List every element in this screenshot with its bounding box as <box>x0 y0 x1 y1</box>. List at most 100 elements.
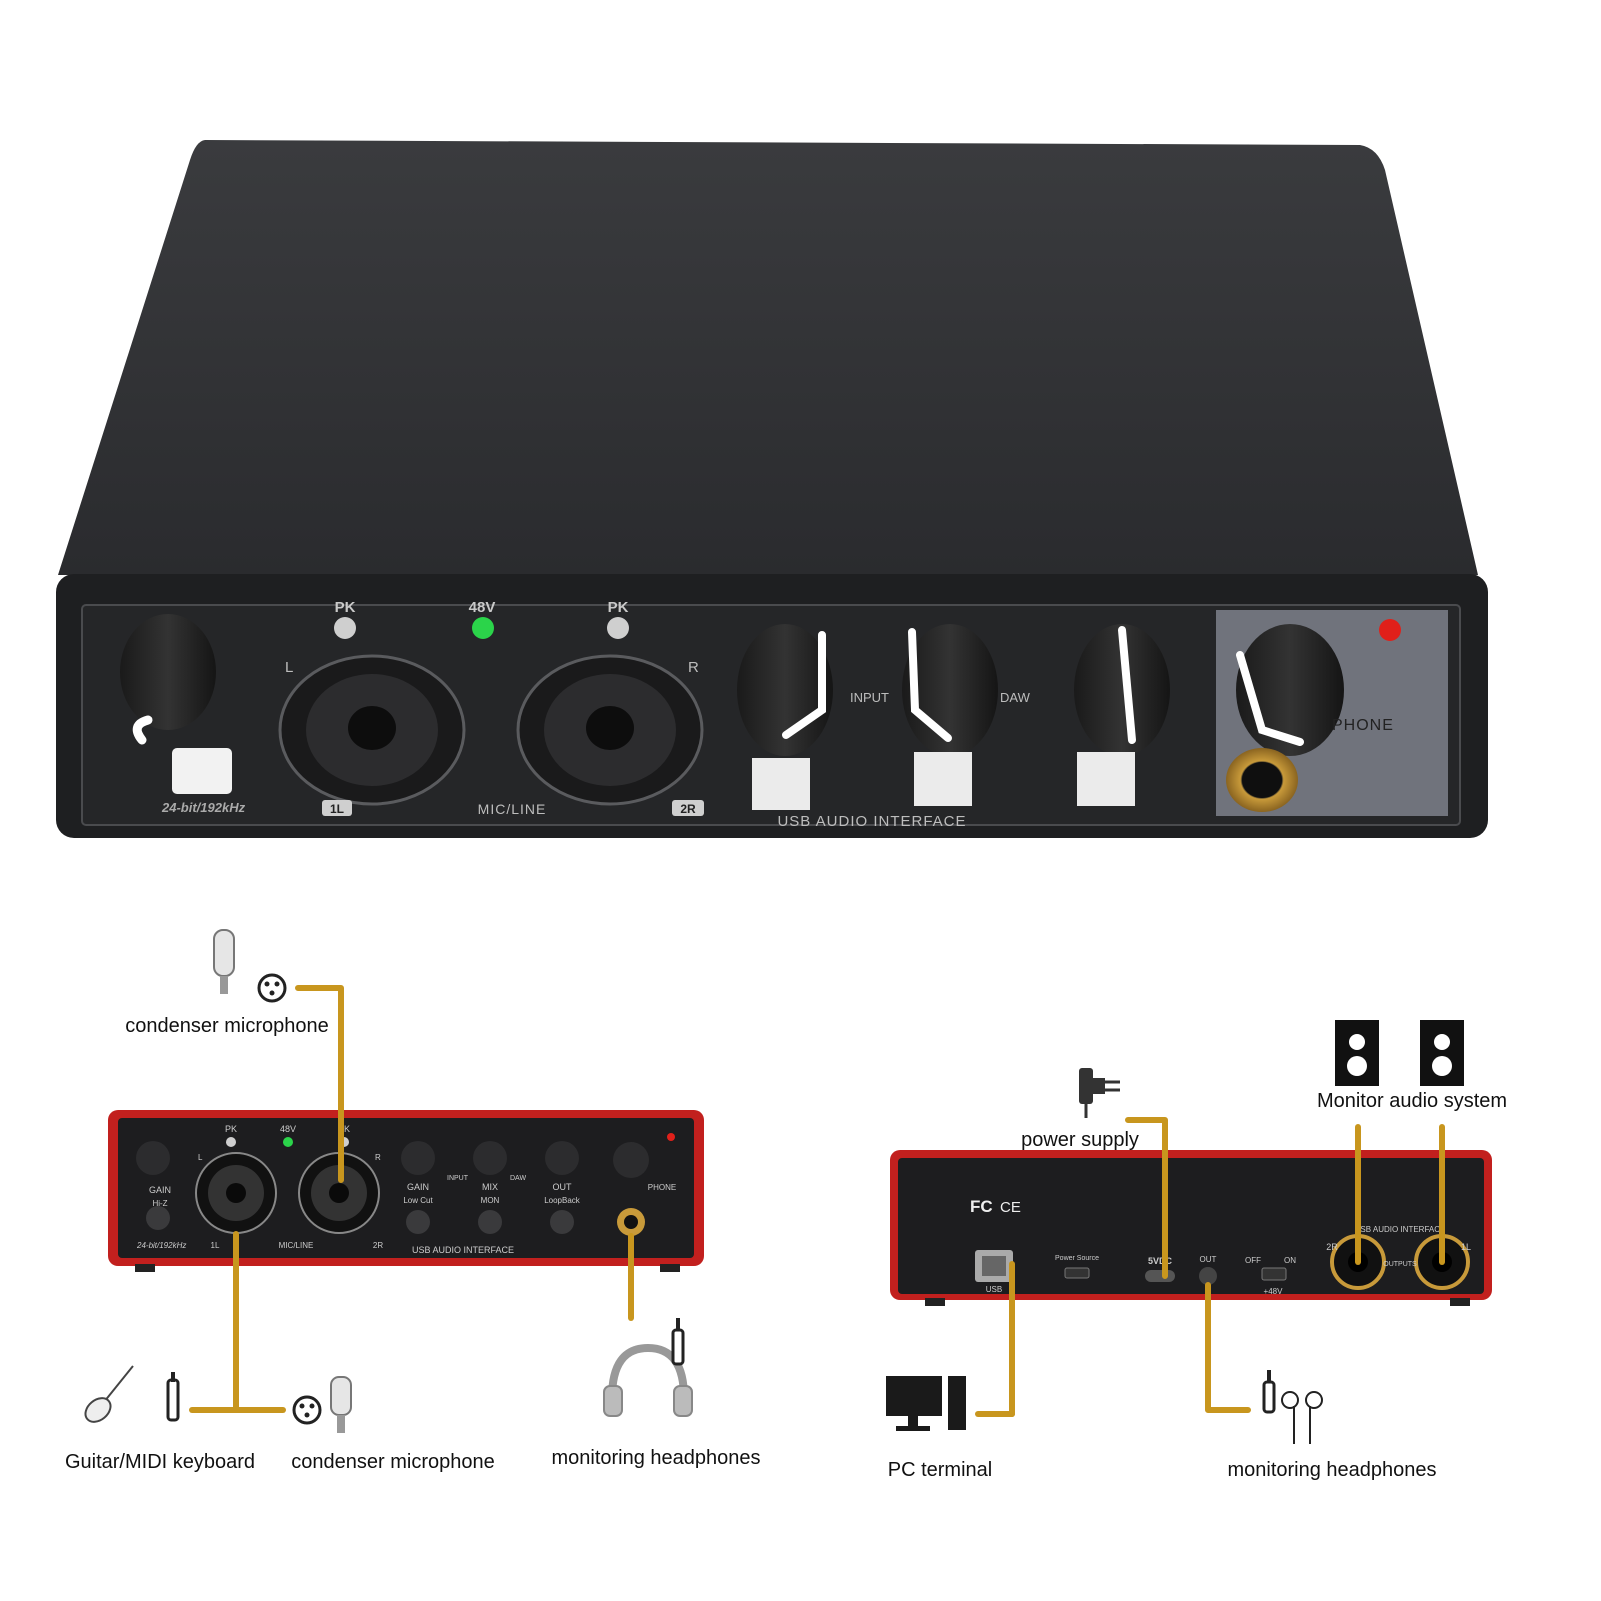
condenser-microphone-icon-2 <box>330 1376 352 1433</box>
front-micline-label: MIC/LINE <box>279 1241 314 1250</box>
front-phantom-label: 48V <box>280 1124 296 1134</box>
combo-jack-2[interactable] <box>516 654 704 806</box>
hiz-button[interactable] <box>172 748 232 794</box>
back-out-label: OUT <box>1200 1255 1217 1264</box>
gain-knob-2[interactable] <box>737 624 833 756</box>
label-power: power supply <box>1021 1129 1139 1151</box>
front-pk-led-1 <box>226 1137 236 1147</box>
guitar-icon <box>84 1365 134 1423</box>
front-gain-knob-1[interactable] <box>136 1141 170 1175</box>
label-headphones-right: monitoring headphones <box>1227 1459 1436 1481</box>
back-out-jack[interactable] <box>1199 1267 1217 1285</box>
back-dc-label: 5VDC <box>1148 1256 1173 1266</box>
phantom-label: 48V <box>469 599 496 616</box>
wire-power <box>1125 1117 1168 1279</box>
back-panel-diagram: FC CE USB AUDIO INTERFACE USB Power Sour… <box>890 1150 1492 1306</box>
label-monitor: Monitor audio system <box>1317 1090 1507 1112</box>
back-power-switch[interactable] <box>1064 1267 1090 1279</box>
gain-knob-1[interactable] <box>120 614 216 745</box>
front-hiz-button[interactable] <box>146 1206 170 1230</box>
back-usb-audio-label: USB AUDIO INTERFACE <box>1355 1225 1446 1234</box>
front-spec-label: 24-bit/192kHz <box>136 1241 186 1250</box>
front-combo-jack-1[interactable] <box>195 1152 277 1234</box>
spec-label: 24-bit/192kHz <box>161 800 246 815</box>
ch1-label: 1L <box>330 802 344 816</box>
back-usb-label: USB <box>986 1285 1002 1294</box>
back-on-label: ON <box>1284 1256 1296 1265</box>
xlr-connector-icon <box>257 973 287 1003</box>
label-condenser-top: condenser microphone <box>125 1015 328 1037</box>
front-input-label: INPUT <box>447 1175 469 1182</box>
front-mix-label: MIX <box>482 1182 498 1192</box>
usb-audio-label: USB AUDIO INTERFACE <box>777 813 966 830</box>
power-adapter-icon <box>1079 1068 1120 1118</box>
combo-jack-1[interactable] <box>278 654 466 806</box>
mic-line-label: MIC/LINE <box>478 801 547 817</box>
input-label: INPUT <box>850 690 889 705</box>
jack-plug-icon <box>166 1372 180 1422</box>
channel-r-label: R <box>688 659 699 676</box>
front-mix-knob[interactable] <box>473 1141 507 1175</box>
front-lowcut-button[interactable] <box>406 1210 430 1234</box>
front-combo-jack-2[interactable] <box>298 1152 380 1234</box>
pk-label-2: PK <box>608 599 629 616</box>
mix-knob[interactable] <box>902 624 998 756</box>
front-panel-diagram: PK 48V PK GAIN Hi-Z L R GAIN Low Cut INP… <box>108 1110 704 1272</box>
wire-headphones-right <box>1205 1282 1251 1413</box>
ch2-label: 2R <box>680 802 696 816</box>
back-power-source-label: Power Source <box>1055 1255 1099 1262</box>
headphones-icon <box>603 1343 693 1417</box>
label-guitar: Guitar/MIDI keyboard <box>65 1451 255 1473</box>
phantom-led <box>472 617 494 639</box>
device-lid <box>58 140 1478 575</box>
pk-led-1 <box>334 617 356 639</box>
front-power-led <box>667 1133 675 1141</box>
speaker-icon-left <box>1335 1020 1379 1086</box>
ch1-badge <box>322 800 352 816</box>
phone-knob[interactable] <box>1236 624 1344 756</box>
output-knob[interactable] <box>1074 624 1170 756</box>
speaker-icon-right <box>1420 1020 1464 1086</box>
headphone-jack[interactable] <box>1226 748 1298 812</box>
front-lowcut-label: Low Cut <box>403 1196 433 1205</box>
label-pc: PC terminal <box>888 1459 992 1481</box>
back-48v-label: +48V <box>1264 1287 1284 1296</box>
mon-button[interactable] <box>914 752 972 806</box>
phone-label: PHONE <box>1332 717 1394 734</box>
front-gain1-label: GAIN <box>149 1185 171 1195</box>
front-gain-knob-2[interactable] <box>401 1141 435 1175</box>
front-phone-label: PHONE <box>648 1183 676 1192</box>
daw-label: DAW <box>1000 690 1031 705</box>
front-ch2-label: 2R <box>373 1241 383 1250</box>
front-loopback-label: LoopBack <box>544 1196 581 1205</box>
low-cut-button[interactable] <box>752 758 810 810</box>
ch2-badge <box>672 800 704 816</box>
front-mon-label: MON <box>481 1196 500 1205</box>
jack-plug-icon-2 <box>671 1318 685 1366</box>
pc-icon <box>886 1376 966 1431</box>
earbuds-icon <box>1281 1391 1323 1444</box>
front-phone-knob[interactable] <box>613 1142 649 1178</box>
back-1l-label: 1L <box>1461 1242 1471 1252</box>
loopback-button[interactable] <box>1077 752 1135 806</box>
pk-label-1: PK <box>335 599 356 616</box>
back-ce-label: CE <box>1000 1199 1021 1216</box>
front-gain2-label: GAIN <box>407 1182 429 1192</box>
front-out-knob[interactable] <box>545 1141 579 1175</box>
front-loopback-button[interactable] <box>550 1210 574 1234</box>
front-pk-label-1: PK <box>225 1124 237 1134</box>
front-ch1-label: 1L <box>211 1241 220 1250</box>
back-dc-port[interactable] <box>1145 1270 1175 1282</box>
label-headphones-left: monitoring headphones <box>551 1447 760 1469</box>
power-led <box>1379 619 1401 641</box>
wire-condenser-top <box>295 985 344 1183</box>
back-off-label: OFF <box>1245 1256 1261 1265</box>
front-usb-audio-label: USB AUDIO INTERFACE <box>412 1245 514 1255</box>
back-48v-switch[interactable] <box>1261 1267 1287 1281</box>
back-fc-label: FC <box>970 1197 993 1216</box>
jack-plug-icon-3 <box>1262 1370 1276 1414</box>
front-mon-button[interactable] <box>478 1210 502 1234</box>
xlr-connector-icon-2 <box>292 1395 322 1425</box>
condenser-microphone-icon <box>213 929 235 994</box>
